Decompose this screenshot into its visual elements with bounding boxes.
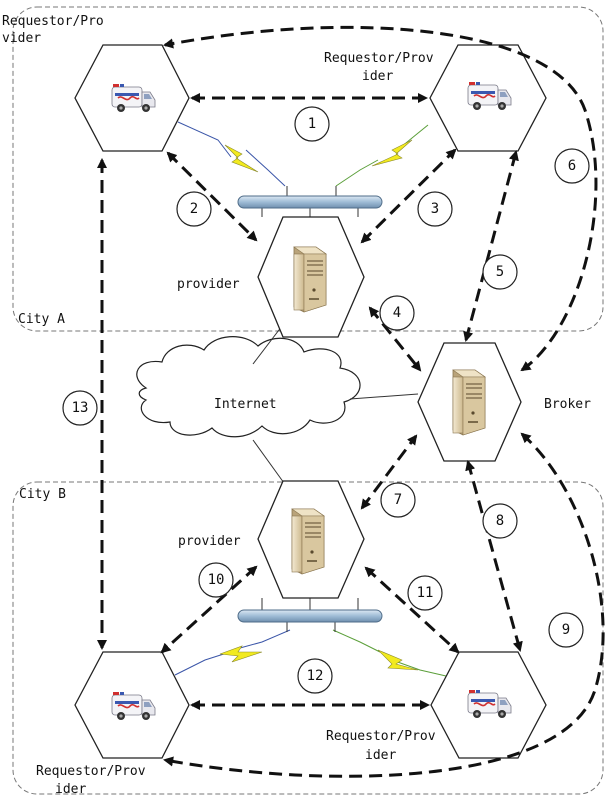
node-label-line2: ider: [365, 748, 396, 763]
step-marker-12: 12: [297, 658, 333, 694]
step-number: 2: [190, 201, 198, 217]
step-marker-5: 5: [482, 254, 518, 290]
arrow-step-9: [162, 432, 605, 778]
step-number: 5: [496, 264, 504, 280]
arrow-step-6: [162, 25, 598, 372]
server-icon: [452, 369, 486, 436]
node-label-line1: Requestor/Prov: [326, 729, 436, 744]
step-marker-13: 13: [62, 390, 98, 426]
step-number: 13: [72, 400, 89, 416]
node-label: Broker: [544, 397, 591, 412]
step-number: 8: [496, 513, 504, 529]
node-label-line1: Requestor/Pro: [2, 14, 104, 29]
step-marker-11: 11: [407, 575, 443, 611]
city-a-label: City A: [18, 312, 65, 327]
step-number: 6: [568, 158, 576, 174]
wireless-link-top-left: [177, 121, 232, 158]
node-broker: Broker: [417, 342, 591, 462]
step-marker-7: 7: [380, 482, 416, 518]
node-requestor-provider-bottom-left: Requestor/Prov ider: [36, 651, 190, 797]
step-marker-3: 3: [417, 191, 453, 227]
step-number: 7: [394, 492, 402, 508]
step-marker-9: 9: [548, 612, 584, 648]
internet-cloud: [136, 336, 361, 438]
city-b-label: City B: [19, 487, 66, 502]
wireless-link-bottom-left-end: [239, 629, 291, 649]
step-number: 9: [562, 622, 570, 638]
link-internet-broker: [349, 393, 419, 400]
node-label: provider: [177, 277, 240, 292]
server-icon: [291, 508, 325, 575]
step-marker-1: 1: [294, 106, 330, 142]
node-requestor-provider-top-left: Requestor/Pro vider: [2, 14, 190, 152]
lightning-icon: [219, 645, 263, 663]
lightning-icon: [224, 144, 259, 173]
step-number: 4: [393, 305, 401, 321]
network-bus-city-b: [237, 609, 383, 623]
wireless-link-bottom-right: [332, 629, 381, 653]
server-icon: [293, 246, 327, 313]
wireless-link-bottom-left: [174, 651, 231, 676]
arrow-step-5: [463, 150, 519, 342]
node-label-line2: ider: [362, 69, 393, 84]
link-internet-provider-b: [252, 439, 285, 484]
node-label: provider: [178, 534, 241, 549]
step-number: 1: [308, 116, 316, 132]
arrow-step-8: [465, 460, 523, 652]
step-marker-6: 6: [554, 148, 590, 184]
step-number: 11: [417, 585, 434, 601]
step-marker-4: 4: [379, 295, 415, 331]
network-bus-city-a: [237, 195, 383, 209]
step-number: 12: [307, 668, 324, 684]
node-label-line2: ider: [55, 782, 86, 797]
wireless-link-top-right: [335, 159, 379, 187]
lightning-icon: [371, 139, 413, 167]
step-marker-2: 2: [176, 191, 212, 227]
node-requestor-provider-bottom-right: Requestor/Prov ider: [326, 651, 547, 763]
step-marker-10: 10: [198, 562, 234, 598]
step-number: 10: [208, 572, 225, 588]
arrow-step-10: [160, 565, 258, 654]
arrow-step-11: [364, 566, 460, 654]
step-marker-8: 8: [482, 503, 518, 539]
city-b-region: [12, 481, 604, 795]
internet-label: Internet: [214, 397, 277, 412]
step-number: 3: [431, 201, 439, 217]
node-label-line1: Requestor/Prov: [324, 51, 434, 66]
node-label-line2: vider: [2, 31, 41, 46]
node-label-line1: Requestor/Prov: [36, 764, 146, 779]
node-provider-city-a: provider: [177, 216, 365, 338]
